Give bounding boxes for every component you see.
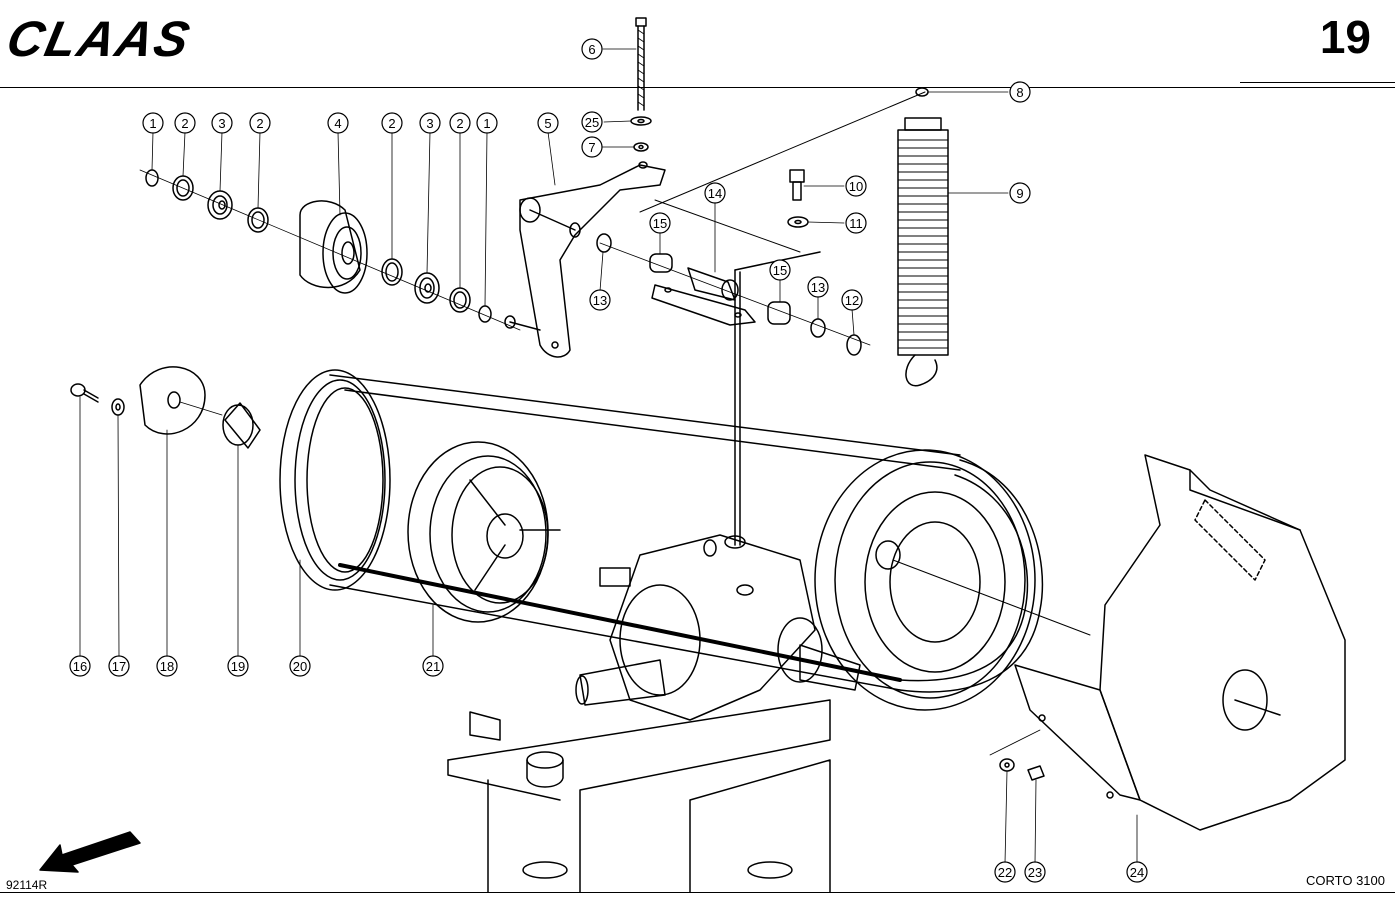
callout-15: 15 xyxy=(769,259,791,281)
leader-lines xyxy=(79,48,1138,864)
callout-number: 13 xyxy=(593,293,607,308)
callout-number: 1 xyxy=(149,116,156,131)
callout-number: 11 xyxy=(849,216,863,231)
callout-number: 1 xyxy=(483,116,490,131)
direction-arrow-icon xyxy=(39,831,141,873)
callout-number: 5 xyxy=(544,116,551,131)
callout-22: 22 xyxy=(994,861,1016,883)
callout-number: 25 xyxy=(585,115,599,130)
callout-number: 23 xyxy=(1028,865,1042,880)
callout-4: 4 xyxy=(327,112,349,134)
upper-shaft-parts xyxy=(139,169,521,331)
callout-17: 17 xyxy=(108,655,130,677)
callout-number: 2 xyxy=(256,116,263,131)
guard-plate xyxy=(989,454,1346,831)
gearbox xyxy=(575,534,1091,721)
callout-16: 16 xyxy=(69,655,91,677)
callout-13: 13 xyxy=(589,289,611,311)
callout-number: 12 xyxy=(845,293,859,308)
callout-number: 17 xyxy=(112,659,126,674)
callout-number: 18 xyxy=(160,659,174,674)
callout-number: 22 xyxy=(998,865,1012,880)
callout-number: 2 xyxy=(181,116,188,131)
callout-3: 3 xyxy=(211,112,233,134)
callout-10: 10 xyxy=(845,175,867,197)
belt-drive xyxy=(279,369,1044,711)
callout-number: 13 xyxy=(811,280,825,295)
callout-2: 2 xyxy=(174,112,196,134)
hinge-bracket xyxy=(596,233,871,546)
callout-3: 3 xyxy=(419,112,441,134)
callout-number: 21 xyxy=(426,659,440,674)
callout-number: 6 xyxy=(588,42,595,57)
callout-number: 3 xyxy=(426,116,433,131)
callout-number: 14 xyxy=(708,186,722,201)
callout-number: 2 xyxy=(388,116,395,131)
callout-8: 8 xyxy=(1009,81,1031,103)
base-frame xyxy=(447,699,831,893)
callout-1: 1 xyxy=(142,112,164,134)
callout-number: 10 xyxy=(849,179,863,194)
page-number: 19 xyxy=(1319,11,1371,63)
callout-14: 14 xyxy=(704,182,726,204)
callout-number: 2 xyxy=(456,116,463,131)
tensioner-arm xyxy=(504,161,666,358)
callout-23: 23 xyxy=(1024,861,1046,883)
callout-6: 6 xyxy=(581,38,603,60)
callout-13: 13 xyxy=(807,276,829,298)
callout-number: 4 xyxy=(334,116,341,131)
callout-2: 2 xyxy=(381,112,403,134)
callout-number: 20 xyxy=(293,659,307,674)
callout-19: 19 xyxy=(227,655,249,677)
tension-spring xyxy=(897,87,949,387)
callout-25: 25 xyxy=(581,111,603,133)
footer-divider xyxy=(0,892,1395,893)
callout-number: 16 xyxy=(73,659,87,674)
callout-2: 2 xyxy=(449,112,471,134)
callout-11: 11 xyxy=(845,212,867,234)
bolt-6 xyxy=(630,17,652,152)
callout-7: 7 xyxy=(581,136,603,158)
header-divider xyxy=(0,87,1395,88)
callout-number: 24 xyxy=(1130,865,1144,880)
callout-21: 21 xyxy=(422,655,444,677)
callout-number: 7 xyxy=(588,140,595,155)
callout-number: 15 xyxy=(773,263,787,278)
callout-number: 9 xyxy=(1016,186,1023,201)
callout-number: 3 xyxy=(218,116,225,131)
callout-number: 15 xyxy=(653,216,667,231)
callout-5: 5 xyxy=(537,112,559,134)
callout-number: 19 xyxy=(231,659,245,674)
callout-18: 18 xyxy=(156,655,178,677)
left-hardware xyxy=(70,366,261,449)
callout-15: 15 xyxy=(649,212,671,234)
callout-12: 12 xyxy=(841,289,863,311)
callout-9: 9 xyxy=(1009,182,1031,204)
callout-number: 8 xyxy=(1016,85,1023,100)
callout-24: 24 xyxy=(1126,861,1148,883)
callout-2: 2 xyxy=(249,112,271,134)
figure-id: 92114R xyxy=(6,878,48,892)
callout-20: 20 xyxy=(289,655,311,677)
header-divider-tab xyxy=(1240,82,1395,83)
callout-1: 1 xyxy=(476,112,498,134)
model-name: CORTO 3100 xyxy=(1305,873,1385,888)
bolt-10 xyxy=(787,169,809,228)
